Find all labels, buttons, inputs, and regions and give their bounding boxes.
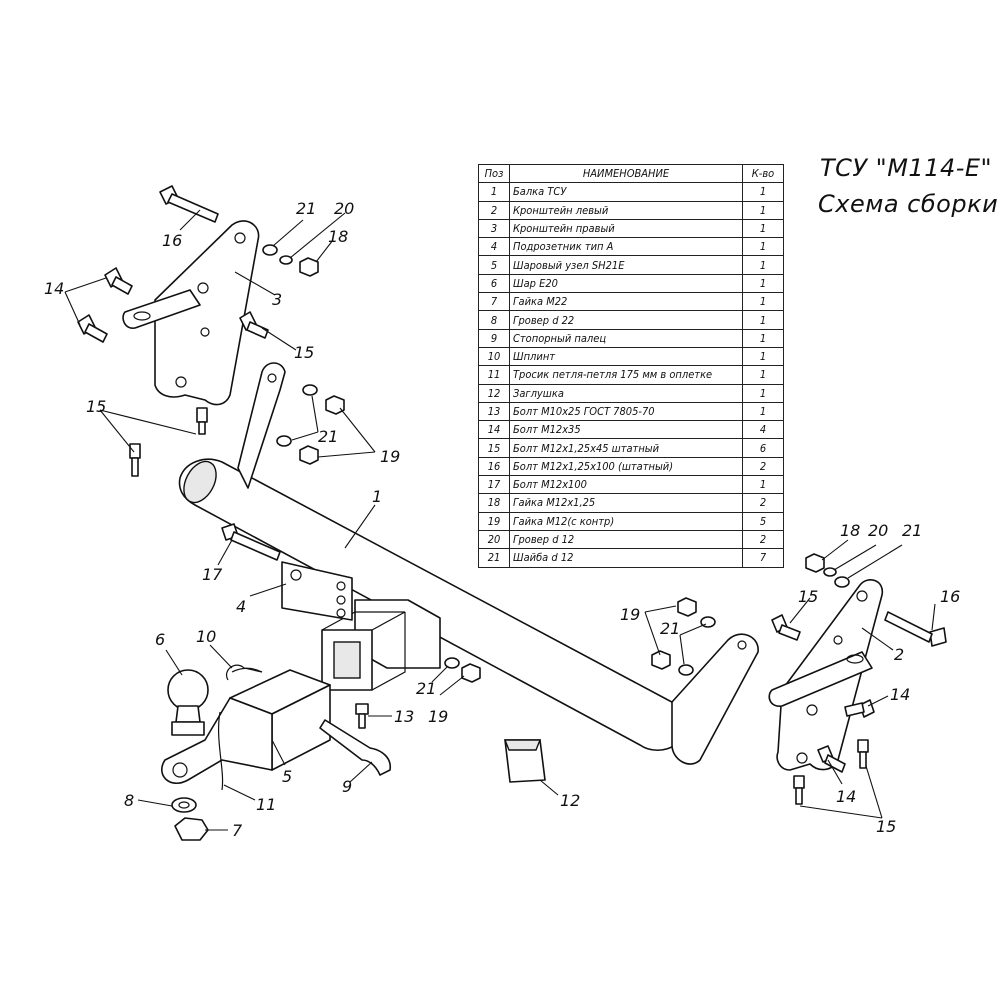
nut-m22 — [174, 817, 209, 841]
callout-14c: 14 — [836, 787, 856, 806]
callout-12: 12 — [560, 791, 580, 810]
row-pos: 11 — [478, 365, 510, 385]
callout-15b: 15 — [86, 397, 106, 416]
callout-2: 2 — [894, 645, 904, 664]
bolt-m12x100-17 — [221, 523, 281, 561]
bolts-m12x100 — [159, 185, 947, 647]
row-name: Гайка М12(с контр) — [509, 511, 743, 531]
cotter-pin — [226, 664, 263, 681]
diagram-title-line1: ТСУ "М114-Е" — [820, 154, 993, 182]
bolt-m10 — [355, 703, 369, 729]
row-qty: 7 — [742, 548, 784, 568]
nuts-m12-locking — [299, 395, 697, 683]
header-pos: Поз — [478, 163, 510, 184]
tow-beam — [178, 362, 759, 765]
row-name: Шаровый узел SH21E — [509, 255, 743, 275]
callout-11: 11 — [256, 795, 276, 814]
callout-5: 5 — [282, 767, 292, 786]
nuts-m12x125 — [299, 257, 825, 573]
row-name: Стопорный палец — [509, 328, 743, 348]
callout-14a: 14 — [44, 279, 64, 298]
callout-19a: 19 — [380, 447, 400, 466]
callout-15c: 15 — [798, 587, 818, 606]
ball-mount — [161, 669, 331, 784]
callout-9: 9 — [342, 777, 352, 796]
callout-20a: 20 — [334, 199, 354, 218]
parts-table-header: Поз НАИМЕНОВАНИЕ К-во — [478, 163, 784, 184]
callout-20b: 20 — [868, 521, 888, 540]
callout-13: 13 — [394, 707, 414, 726]
callout-3: 3 — [272, 290, 282, 309]
callout-7: 7 — [232, 821, 243, 840]
bracket-right — [122, 220, 260, 406]
bolts-m12x35-left — [77, 267, 133, 343]
callout-19b: 19 — [620, 605, 640, 624]
row-qty: 1 — [742, 255, 784, 275]
row-name: Болт М12х100 — [509, 475, 743, 495]
cable — [217, 711, 224, 791]
row-pos: 21 — [478, 548, 510, 568]
row-pos: 17 — [478, 475, 510, 495]
callout-labels: 1 2 3 4 5 6 7 8 9 10 11 12 13 14 14 14 1… — [44, 199, 960, 840]
callout-16b: 16 — [940, 587, 960, 606]
row-pos: 18 — [478, 493, 510, 513]
callout-21e: 21 — [416, 679, 436, 698]
callout-21d: 21 — [660, 619, 680, 638]
row-qty: 1 — [742, 346, 784, 367]
callout-15a: 15 — [294, 343, 314, 362]
callout-21a: 21 — [296, 199, 316, 218]
callout-16a: 16 — [162, 231, 182, 250]
bracket-left — [768, 579, 884, 771]
washer-d22 — [171, 797, 197, 813]
row-name: Шар E20 — [509, 273, 743, 294]
callout-8: 8 — [124, 791, 134, 810]
row-pos: 19 — [478, 511, 510, 531]
row-qty: 4 — [742, 420, 784, 440]
callout-21b: 21 — [318, 427, 338, 446]
callout-10: 10 — [196, 627, 216, 646]
locking-pin — [319, 719, 392, 776]
row-name: Кронштейн левый — [509, 200, 743, 220]
leader-lines — [64, 209, 936, 831]
callout-18b: 18 — [840, 521, 860, 540]
socket-plate — [281, 561, 353, 621]
callout-1: 1 — [372, 487, 382, 506]
callout-21c: 21 — [902, 521, 922, 540]
bolts-m12x45 — [129, 311, 869, 805]
row-pos: 20 — [478, 529, 510, 550]
diagram-title-line2: Схема сборки — [818, 190, 999, 218]
callout-18a: 18 — [328, 227, 348, 246]
row-name: Болт М12х1,25х100 (штатный) — [509, 456, 743, 477]
callout-15d: 15 — [876, 817, 896, 836]
callout-19c: 19 — [428, 707, 448, 726]
tow-ball — [167, 669, 209, 736]
callout-17: 17 — [202, 565, 223, 584]
callout-14b: 14 — [890, 685, 910, 704]
callout-4: 4 — [236, 597, 246, 616]
plug-cap — [503, 739, 546, 783]
callout-6: 6 — [155, 630, 165, 649]
row-name: Шайба d 12 — [509, 548, 743, 568]
